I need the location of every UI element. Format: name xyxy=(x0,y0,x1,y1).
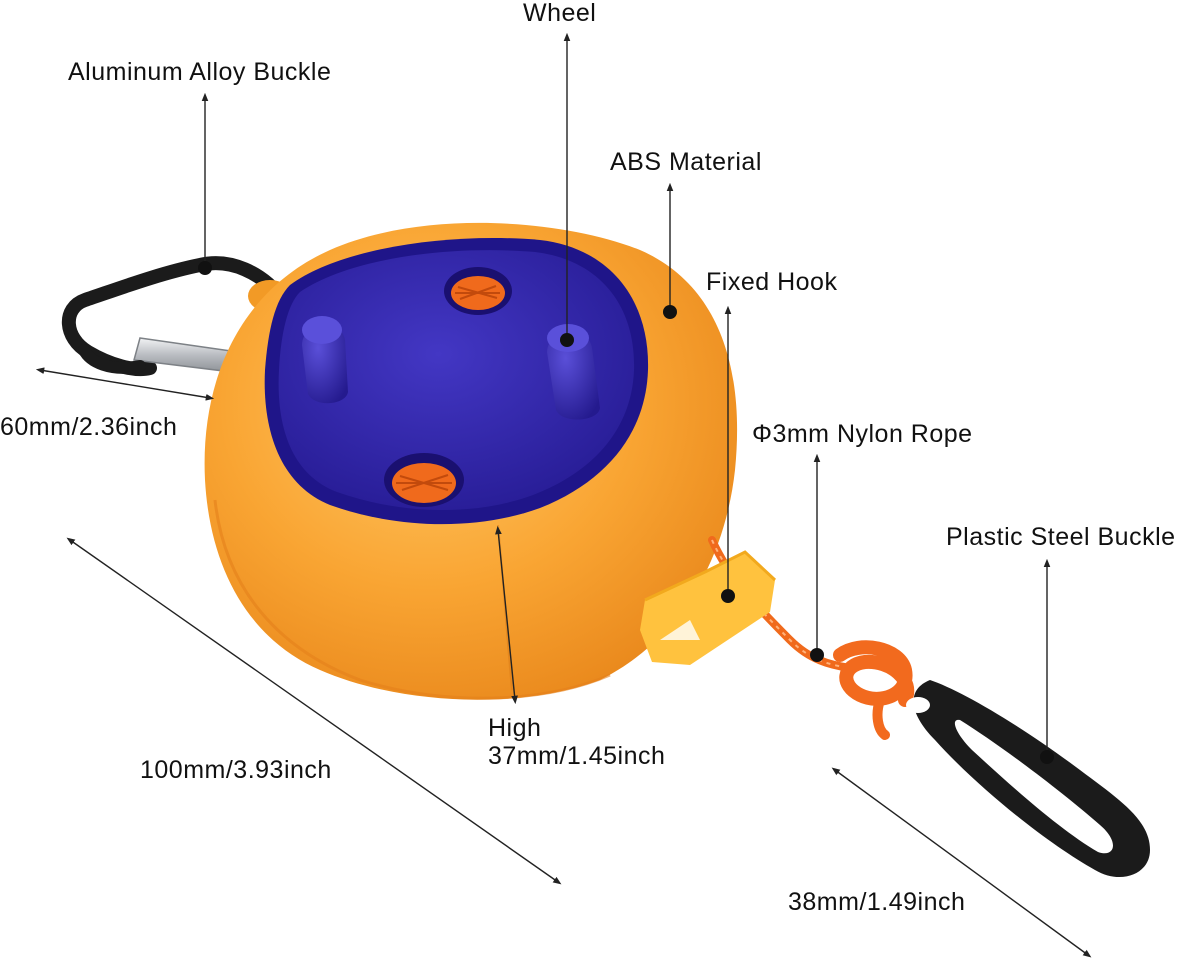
label-high-title: High xyxy=(488,714,542,742)
callout-lines xyxy=(35,32,1092,958)
label-abs-material: ABS Material xyxy=(610,148,762,176)
label-plastic-steel-buckle: Plastic Steel Buckle xyxy=(946,523,1176,551)
label-high-value: 37mm/1.45inch xyxy=(488,742,666,770)
label-aluminum-alloy-buckle: Aluminum Alloy Buckle xyxy=(68,58,332,86)
callout-dots xyxy=(198,261,1054,764)
label-width-60mm: 60mm/2.36inch xyxy=(0,413,178,441)
peg-left xyxy=(302,316,348,404)
label-diameter-100mm: 100mm/3.93inch xyxy=(140,756,332,784)
label-fixed-hook: Fixed Hook xyxy=(706,268,838,296)
label-nylon-rope: Φ3mm Nylon Rope xyxy=(752,420,973,448)
plastic-steel-buckle xyxy=(906,680,1150,878)
label-length-38mm: 38mm/1.49inch xyxy=(788,888,966,916)
label-wheel: Wheel xyxy=(523,0,597,27)
wheel-lid xyxy=(264,237,649,525)
fixed-hook xyxy=(640,550,777,665)
